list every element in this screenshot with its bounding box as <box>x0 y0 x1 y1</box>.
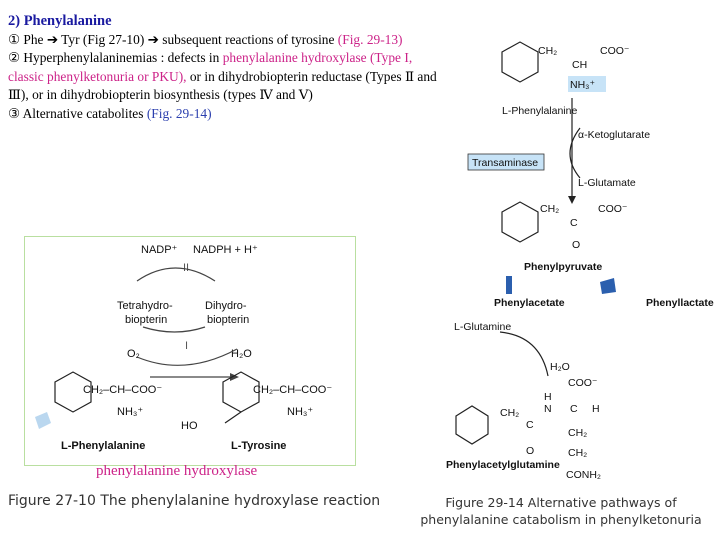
main-text-block: 2) Phenylalanine ① Phe ➔ Tyr (Fig 27-10)… <box>8 12 448 123</box>
pag-hh: H <box>592 403 600 415</box>
phenyllactate-label: Phenyllactate <box>646 297 714 309</box>
glutamine-label: L-Glutamine <box>454 321 511 333</box>
pag-conh2: CONH₂ <box>566 469 601 481</box>
pag-ch2: CH₂ <box>500 407 519 419</box>
phe-ch2: CH₂ <box>538 45 557 57</box>
dihydrobiopterin-label-2: biopterin <box>207 314 249 326</box>
pyr-c: C <box>570 217 578 229</box>
blue-glyph-icon <box>35 412 51 429</box>
pag-n: N <box>544 403 552 415</box>
akg-label: α-Ketoglutarate <box>578 129 650 141</box>
pag-o: O <box>526 445 534 457</box>
phe-ch: CH <box>572 59 587 71</box>
dihydrobiopterin-label-1: Dihydro- <box>205 300 247 312</box>
phenylacetate-label: Phenylacetate <box>494 297 565 309</box>
pyr-o: O <box>572 239 580 251</box>
cycle-arrow-mid <box>142 326 206 333</box>
h2o-label: H₂O <box>550 361 570 373</box>
tetrahydrobiopterin-label-2: biopterin <box>125 314 167 326</box>
phe-chain: CH₂–CH–COO⁻ <box>83 384 162 396</box>
nadp-label: NADP⁺ <box>141 244 178 256</box>
h2o-label: H₂O <box>231 348 252 360</box>
cycle-arrow-bottom <box>136 348 238 366</box>
nadph-label: NADPH + H⁺ <box>193 244 258 256</box>
hydroxyl-bond <box>224 411 242 424</box>
glutamate-label: L-Glutamate <box>578 177 636 189</box>
blue-glyph-icon <box>600 278 616 294</box>
reaction-i-label: I <box>185 340 188 352</box>
pyr-ring-icon <box>501 201 539 243</box>
transamination-arrow <box>569 127 581 179</box>
point-1: ① Phe ➔ Tyr (Fig 27-10) ➔ subsequent rea… <box>8 31 403 47</box>
arrowhead-icon <box>568 196 576 204</box>
phe-ring-icon <box>501 41 539 83</box>
pyr-coo: COO⁻ <box>598 203 627 215</box>
arrow-right-icon: ➔ <box>46 31 59 47</box>
hydroxyl-label: HO <box>181 420 198 432</box>
pyr-ch2: CH₂ <box>540 203 559 215</box>
phe-name: L-Phenylalanine <box>502 105 577 117</box>
figure-27-10-caption: Figure 27-10 The phenylalanine hydroxyla… <box>8 493 381 509</box>
pag-h: H <box>544 391 552 403</box>
figure-27-10-panel: NADP⁺ NADPH + H⁺ II I Tetrahydro- biopte… <box>24 236 356 466</box>
phenylacetylglutamine-label: Phenylacetylglutamine <box>446 459 560 471</box>
tetrahydrobiopterin-label-1: Tetrahydro- <box>117 300 173 312</box>
transaminase-label: Transaminase <box>472 157 538 169</box>
tyr-chain: CH₂–CH–COO⁻ <box>253 384 332 396</box>
arrowhead-icon <box>230 373 239 381</box>
phe-nh3: NH₃⁺ <box>117 406 143 418</box>
o2-label: O₂ <box>127 348 140 360</box>
blue-arrow-icon <box>506 276 512 294</box>
point-2: ② Hyperphenylalaninemias : defects in ph… <box>8 50 437 102</box>
phe-nh3: NH₃⁺ <box>570 79 595 91</box>
phe-ring-icon <box>54 371 92 413</box>
tyr-ring-icon <box>222 371 260 413</box>
reaction-ii-label: II <box>183 262 189 274</box>
alt-pathway-diagram: CH₂ CH COO⁻ NH₃⁺ L-Phenylalanine α-Ketog… <box>446 36 714 481</box>
pag-ch2-2: CH₂ <box>568 427 587 439</box>
pag-coo: COO⁻ <box>568 377 597 389</box>
pag-c-o: C <box>526 419 534 431</box>
glutamine-arrow <box>499 331 549 377</box>
tyr-nh3: NH₃⁺ <box>287 406 313 418</box>
pag-c: C <box>570 403 578 415</box>
hydroxylase-diagram: NADP⁺ NADPH + H⁺ II I Tetrahydro- biopte… <box>35 244 332 452</box>
arrow-right-icon: ➔ <box>147 31 159 47</box>
pag-ch2-3: CH₂ <box>568 447 587 459</box>
l-phenylalanine-label: L-Phenylalanine <box>61 440 145 452</box>
figure-29-14-caption: Figure 29-14 Alternative pathways of phe… <box>420 495 702 527</box>
phenylpyruvate-label: Phenylpyruvate <box>524 261 602 273</box>
enzyme-caption: phenylalanine hydroxylase <box>96 463 258 479</box>
page-title: 2) Phenylalanine <box>8 13 112 29</box>
phe-coo: COO⁻ <box>600 45 629 57</box>
cycle-arrow-top <box>136 267 216 282</box>
figure-29-14: CH₂ CH COO⁻ NH₃⁺ L-Phenylalanine α-Ketog… <box>440 36 720 486</box>
pag-ring-icon <box>455 405 489 445</box>
point-3: ③ Alternative catabolites (Fig. 29-14) <box>8 105 212 121</box>
l-tyrosine-label: L-Tyrosine <box>231 440 286 452</box>
